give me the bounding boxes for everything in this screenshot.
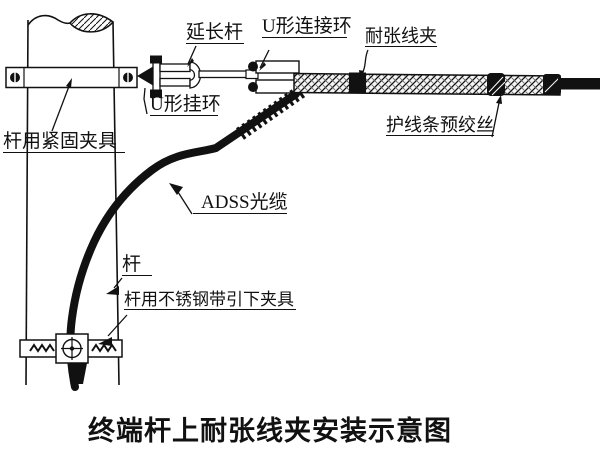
extension-rod-hardware: [198, 70, 254, 79]
label-adss-cable: ADSS光缆: [193, 192, 288, 215]
leader-band-clamp: [107, 314, 128, 337]
cable-downlead-segment: [71, 358, 88, 384]
leader-lines: [51, 45, 502, 346]
leader-pole: [113, 277, 123, 289]
label-pole: 杆: [122, 254, 152, 277]
clevis-bolt-top: [248, 61, 258, 72]
tension-clamp-hardware: [293, 72, 600, 96]
pole-break-wave: [27, 14, 71, 26]
label-extension-rod: 延长杆: [186, 22, 244, 45]
pole-fastening-clamp-hardware: [5, 66, 138, 89]
leader-u-connecting-ring: [259, 49, 270, 69]
cable-right-exit: [558, 78, 600, 90]
clamp-dark-band: [349, 72, 366, 94]
pole-break-hatch: [68, 13, 115, 33]
shackle-bow: [189, 61, 202, 89]
label-u-connecting-ring: U形连接环: [262, 16, 352, 39]
band-texture-left: [29, 343, 55, 353]
braid-end-wrap: [543, 74, 561, 95]
leader-armor-rods: [491, 97, 501, 138]
u-connecting-ring-hardware: [245, 60, 300, 94]
leader-fastening-clamp: [51, 80, 72, 132]
leader-u-hanging-ring: [143, 87, 148, 115]
leader-extension-rod: [187, 45, 197, 65]
label-tension-clamp: 耐张线夹: [365, 26, 437, 48]
steel-band-downlead-clamp-hardware: [19, 333, 123, 364]
label-protective-armor-rods: 护线条预绞丝: [386, 115, 494, 137]
label-stainless-band-clamp: 杆用不锈钢带引下夹具: [124, 290, 296, 311]
armor-rod-knot: [487, 73, 506, 96]
u-hanging-ring-arrow: [137, 66, 153, 86]
diagram-title: 终端杆上耐张线夹安装示意图: [88, 416, 452, 446]
clevis-bolt-bottom: [248, 82, 258, 92]
leader-adss: [177, 191, 193, 215]
label-pole-fastening-clamp: 杆用紧固夹具: [3, 131, 125, 154]
label-u-hanging-ring: U形挂环: [150, 94, 221, 117]
